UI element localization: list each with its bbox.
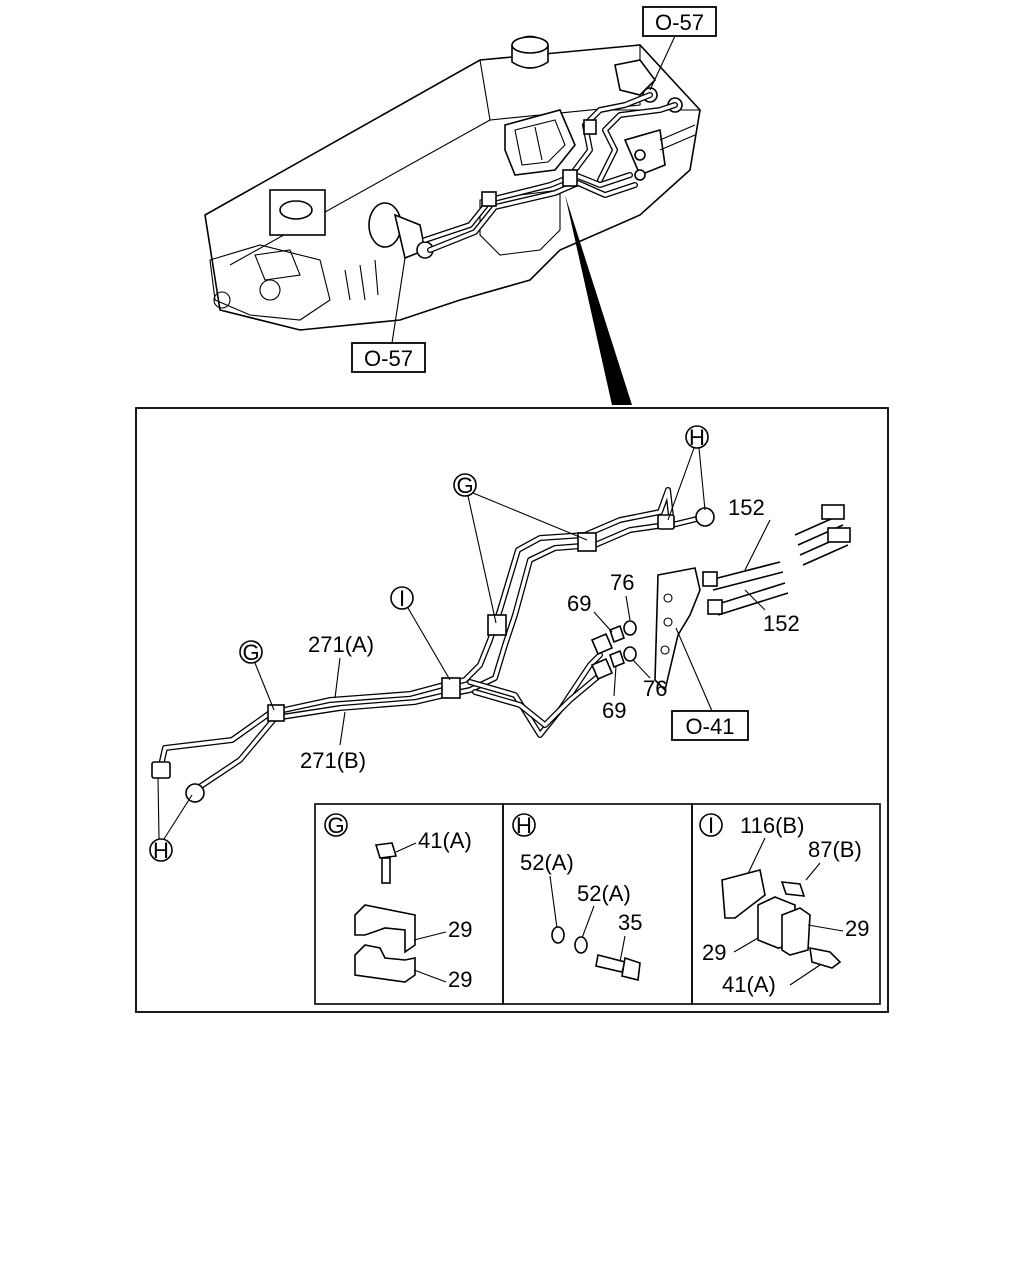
label-69-bottom: 69 bbox=[602, 698, 626, 723]
bracket-assembly bbox=[609, 504, 851, 692]
detail-g: G 41(A) 29 29 bbox=[324, 813, 472, 992]
callout-h-bottom: H bbox=[149, 777, 193, 863]
callout-g-main-text: G bbox=[456, 473, 473, 498]
label-271a: 271(A) bbox=[308, 632, 374, 657]
callout-i-main: I bbox=[390, 586, 451, 681]
callout-h-top-text: H bbox=[689, 425, 705, 450]
detail-g-29-bottom: 29 bbox=[448, 967, 472, 992]
detail-h-52a-1: 52(A) bbox=[520, 850, 574, 875]
callout-h-bottom-text: H bbox=[153, 838, 169, 863]
label-271b: 271(B) bbox=[300, 748, 366, 773]
ref-o41: O-41 bbox=[671, 627, 749, 741]
detail-box-i bbox=[691, 803, 881, 1005]
detail-i-29-right: 29 bbox=[845, 916, 869, 941]
ref-o57-top: O-57 bbox=[642, 6, 717, 91]
detail-h-52a-2: 52(A) bbox=[577, 881, 631, 906]
label-69-top: 69 bbox=[567, 591, 591, 616]
detail-g-key: G bbox=[327, 813, 344, 838]
detail-h-key: H bbox=[516, 813, 532, 838]
detail-i-29-left: 29 bbox=[702, 940, 726, 965]
callout-g-left-text: G bbox=[242, 640, 259, 665]
ref-o57-top-text: O-57 bbox=[655, 10, 704, 35]
callout-g-main: G bbox=[453, 473, 588, 624]
detail-i-116b: 116(B) bbox=[740, 813, 804, 838]
detail-frame bbox=[135, 407, 889, 1013]
detail-g-29-top: 29 bbox=[448, 917, 472, 942]
ref-o57-left: O-57 bbox=[351, 257, 426, 373]
label-76-bottom: 76 bbox=[643, 676, 667, 701]
ref-o57-left-text: O-57 bbox=[364, 346, 413, 371]
detail-i-41a: 41(A) bbox=[722, 972, 776, 997]
label-152-bottom: 152 bbox=[763, 611, 800, 636]
detail-i-87b: 87(B) bbox=[808, 837, 862, 862]
label-152-top: 152 bbox=[728, 495, 765, 520]
detail-i: I 116(B) 87(B) 29 29 41(A) bbox=[699, 813, 869, 997]
callout-i-main-text: I bbox=[399, 586, 405, 611]
label-76-top: 76 bbox=[610, 570, 634, 595]
engine-illustration bbox=[204, 35, 701, 405]
callout-h-top: H bbox=[667, 425, 709, 521]
detail-i-key: I bbox=[708, 813, 714, 838]
detail-h: H 52(A) 52(A) 35 bbox=[512, 813, 642, 981]
detail-h-35: 35 bbox=[618, 910, 642, 935]
detail-g-41a: 41(A) bbox=[418, 828, 472, 853]
ref-o41-text: O-41 bbox=[686, 714, 735, 739]
callout-g-left: G bbox=[239, 640, 275, 711]
fuel-pipes bbox=[151, 487, 715, 803]
